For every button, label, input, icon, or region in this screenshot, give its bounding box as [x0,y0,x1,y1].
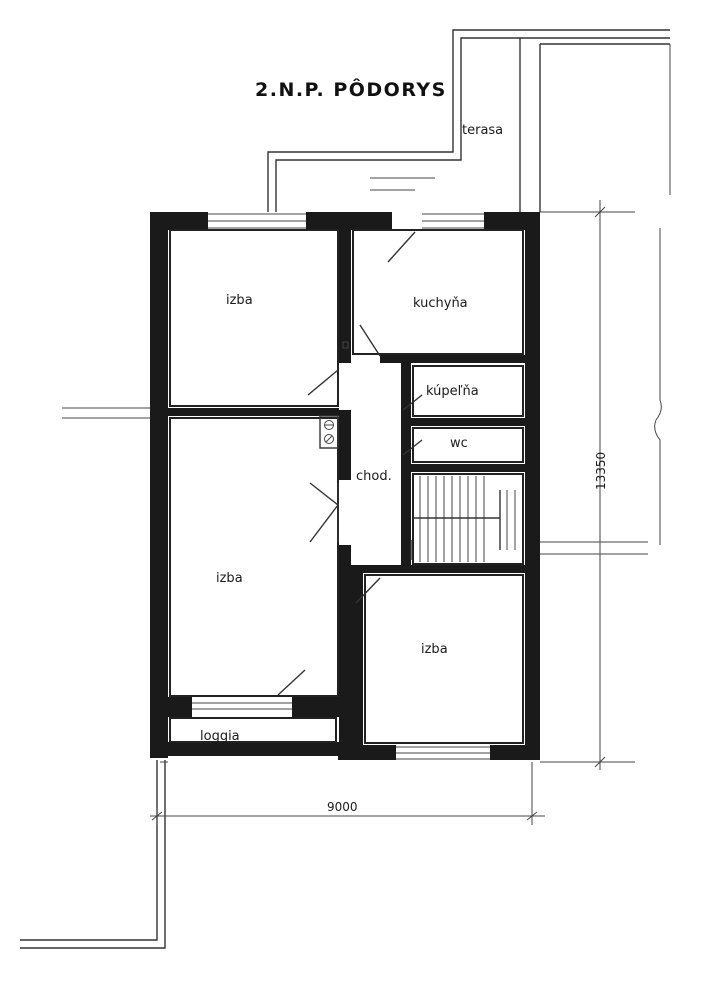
dimension-width-label: 9000 [327,800,358,814]
room-label-loggia: loggia [200,729,240,744]
dimension-width [150,762,545,825]
room-label-hall: chod. [356,469,392,484]
plan-title: 2.N.P. PÔDORYS [255,77,447,101]
room-label-top-left: izba [226,293,253,308]
exterior-walls [150,212,540,760]
staircase [410,476,516,562]
room-label-kitchen: kuchyňa [413,296,468,311]
terrace-label: terasa [462,123,503,138]
room-outlines [169,229,524,744]
doors [277,231,423,696]
switch-icon [342,341,349,349]
room-label-bathroom: kúpeľňa [426,384,479,399]
dimension-height-label: 13350 [594,452,608,490]
terrace-outline [267,29,671,212]
room-label-right: izba [421,642,448,657]
room-label-left: izba [216,571,243,586]
interior-walls [168,228,525,748]
windows [192,213,490,760]
dimension-height [540,200,635,770]
room-label-wc: wc [450,436,468,451]
chimney-icon [319,415,339,449]
